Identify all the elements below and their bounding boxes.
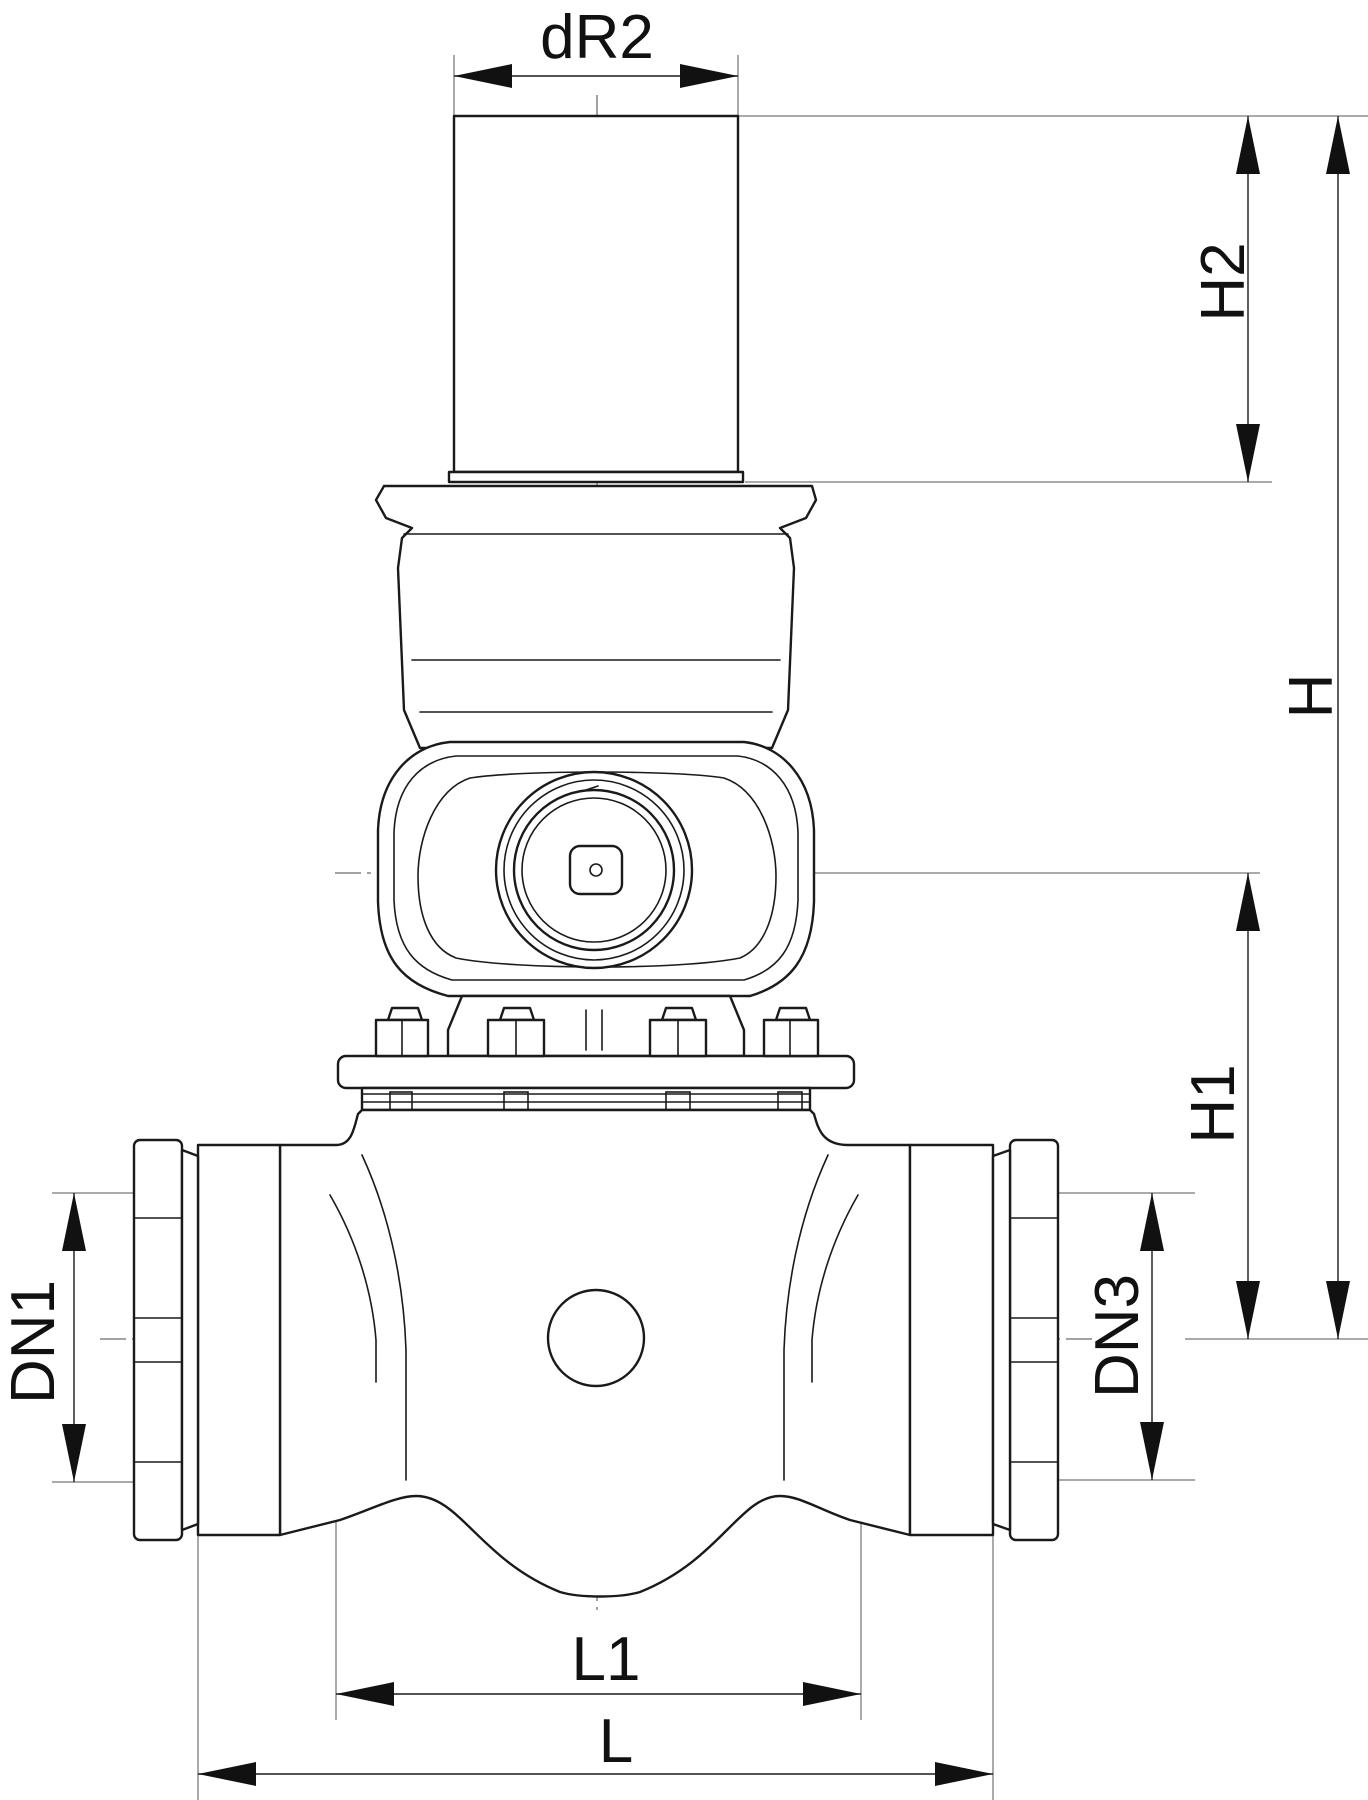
dn3-arrow-top (1140, 1193, 1164, 1251)
h2-label: H2 (1189, 242, 1258, 321)
dn1-arrow-top (62, 1193, 86, 1251)
l-arrow-left (198, 1762, 256, 1786)
dr2-arrow-left (454, 64, 512, 88)
l1-arrow-left (336, 1682, 394, 1706)
l1-arrow-right (803, 1682, 861, 1706)
h-arrow-bottom (1326, 1281, 1350, 1339)
h1-label: H1 (1179, 1064, 1248, 1143)
dimension-h: H (1277, 116, 1350, 1339)
right-end-connection (908, 1138, 1060, 1542)
dr2-label: dR2 (540, 3, 654, 72)
extension-lines (52, 55, 1368, 1800)
left-end-connection (132, 1138, 282, 1542)
bolt-4 (762, 1006, 820, 1111)
bonnet-housing (376, 740, 816, 998)
dn1-arrow-bottom (62, 1424, 86, 1482)
dimension-l: L (198, 1707, 993, 1786)
dn3-arrow-bottom (1140, 1422, 1164, 1480)
dr2-arrow-right (680, 64, 738, 88)
flange-bolts (374, 1006, 820, 1111)
l-label: L (599, 1707, 633, 1776)
press-fitting (374, 484, 818, 750)
bolt-3 (648, 1006, 708, 1111)
h-arrow-top (1326, 116, 1350, 174)
dimension-dn3: DN3 (1083, 1193, 1164, 1480)
h2-arrow-bottom (1236, 424, 1260, 482)
h2-arrow-top (1236, 116, 1260, 174)
l-arrow-right (935, 1762, 993, 1786)
l1-label: L1 (572, 1625, 641, 1694)
dn3-label: DN3 (1083, 1274, 1152, 1398)
dimension-dr2: dR2 (454, 3, 738, 88)
dimension-dn1: DN1 (0, 1193, 86, 1482)
top-pipe (447, 114, 745, 484)
dimension-h1: H1 (1179, 873, 1260, 1339)
dimension-l1: L1 (336, 1625, 861, 1706)
dn1-label: DN1 (0, 1280, 68, 1404)
bonnet-flange (336, 1054, 856, 1112)
h-label: H (1277, 674, 1346, 719)
h1-arrow-top (1236, 873, 1260, 931)
bolt-1 (374, 1006, 430, 1111)
valve-body (278, 1108, 912, 1598)
dimension-h2: H2 (1189, 116, 1260, 482)
h1-arrow-bottom (1236, 1281, 1260, 1339)
bolt-2 (486, 1006, 546, 1111)
